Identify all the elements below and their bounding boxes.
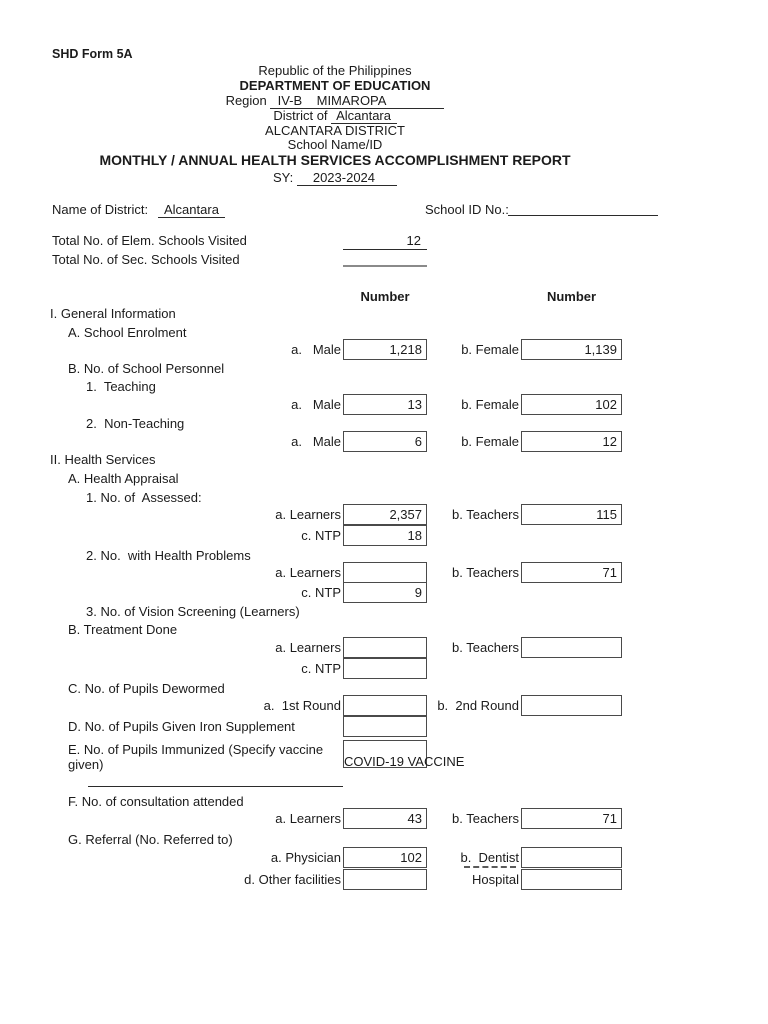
referral-physician-field[interactable]: 102	[343, 847, 427, 868]
enrolment-male-field[interactable]: 1,218	[343, 339, 427, 360]
treatment-teachers-field[interactable]	[521, 637, 622, 658]
problems-teachers-label: b. Teachers	[452, 565, 519, 580]
enrolment-label: A. School Enrolment	[68, 325, 187, 340]
teaching-male-field[interactable]: 13	[343, 394, 427, 415]
dewormed-round1-field[interactable]	[343, 695, 427, 716]
district-name-field[interactable]: Alcantara	[158, 202, 225, 218]
problems-ntp-label: c. NTP	[301, 585, 341, 600]
consultation-learners-field[interactable]: 43	[343, 808, 427, 829]
referral-other-label: d. Other facilities	[244, 872, 341, 887]
header-republic: Republic of the Philippines	[258, 63, 412, 78]
treatment-learners-label: a. Learners	[275, 640, 341, 655]
assessed-learners-label: a. Learners	[275, 507, 341, 522]
problems-learners-label: a. Learners	[275, 565, 341, 580]
consultation-teachers-label: b. Teachers	[452, 811, 519, 826]
region-field[interactable]: IV-B MIMAROPA	[270, 93, 445, 109]
assessed-learners-field[interactable]: 2,357	[343, 504, 427, 525]
immunized-vaccine-text: COVID-19 VACCINE	[344, 754, 465, 769]
teaching-female-field[interactable]: 102	[521, 394, 622, 415]
total-sec-field[interactable]	[343, 250, 427, 267]
immunized-specify-line[interactable]	[88, 772, 343, 787]
teaching-male-label: a. Male	[291, 397, 341, 412]
enrolment-female-label: b. Female	[461, 342, 519, 357]
header-district-name: ALCANTARA DISTRICT	[265, 123, 405, 138]
sy-field[interactable]: 2023-2024	[296, 170, 398, 186]
header-district-of-line: District of Alcantara	[0, 108, 670, 124]
sy-label: SY:	[272, 170, 297, 185]
non-teaching-male-label: a. Male	[291, 434, 341, 449]
iron-field[interactable]	[343, 716, 427, 737]
number-header-left: Number	[360, 289, 410, 304]
clipped-text-artifact	[464, 866, 516, 868]
region-label: Region	[225, 93, 271, 108]
school-id-label: School ID No.:	[425, 202, 509, 217]
dewormed-round1-label: a. 1st Round	[263, 698, 341, 713]
referral-other-field[interactable]	[343, 869, 427, 890]
referral-hospital-label: Hospital	[472, 872, 519, 887]
consultation-learners-label: a. Learners	[275, 811, 341, 826]
referral-physician-label: a. Physician	[270, 850, 341, 865]
immunized-field[interactable]	[343, 740, 427, 768]
problems-ntp-field[interactable]: 9	[343, 582, 427, 603]
assessed-ntp-field[interactable]: 18	[343, 525, 427, 546]
assessed-label: 1. No. of Assessed:	[86, 490, 202, 505]
enrolment-female-field[interactable]: 1,139	[521, 339, 622, 360]
district-of-field[interactable]: Alcantara	[331, 108, 397, 124]
dewormed-round2-field[interactable]	[521, 695, 622, 716]
report-title: MONTHLY / ANNUAL HEALTH SERVICES ACCOMPL…	[99, 152, 571, 168]
school-id-field[interactable]	[508, 200, 658, 216]
appraisal-label: A. Health Appraisal	[68, 471, 179, 486]
header-sy-line: SY: 2023-2024	[0, 170, 670, 186]
header-region-line: Region IV-B MIMAROPA	[0, 93, 670, 109]
treatment-ntp-label: c. NTP	[301, 661, 341, 676]
dewormed-label: C. No. of Pupils Dewormed	[68, 681, 225, 696]
district-of-label: District of	[273, 108, 332, 123]
assessed-teachers-field[interactable]: 115	[521, 504, 622, 525]
consultation-label: F. No. of consultation attended	[68, 794, 244, 809]
dewormed-round2-label: b. 2nd Round	[437, 698, 519, 713]
section-general-heading: I. General Information	[50, 306, 176, 321]
non-teaching-label: 2. Non-Teaching	[86, 416, 185, 431]
problems-label: 2. No. with Health Problems	[86, 548, 251, 563]
enrolment-male-label: a. Male	[291, 342, 341, 357]
total-elem-value[interactable]: 12	[406, 233, 421, 248]
referral-dentist-label: b. Dentist	[460, 850, 519, 865]
consultation-teachers-field[interactable]: 71	[521, 808, 622, 829]
total-sec-label: Total No. of Sec. Schools Visited	[52, 252, 240, 267]
non-teaching-male-field[interactable]: 6	[343, 431, 427, 452]
iron-label: D. No. of Pupils Given Iron Supplement	[68, 719, 295, 734]
immunized-label: E. No. of Pupils Immunized (Specify vacc…	[68, 742, 324, 772]
total-elem-underline	[343, 234, 427, 250]
assessed-ntp-label: c. NTP	[301, 528, 341, 543]
teaching-female-label: b. Female	[461, 397, 519, 412]
header-department: DEPARTMENT OF EDUCATION	[239, 78, 431, 93]
assessed-teachers-label: b. Teachers	[452, 507, 519, 522]
total-elem-label: Total No. of Elem. Schools Visited	[52, 233, 247, 248]
vision-label: 3. No. of Vision Screening (Learners)	[86, 604, 300, 619]
problems-teachers-field[interactable]: 71	[521, 562, 622, 583]
form-code: SHD Form 5A	[52, 47, 133, 61]
section-health-heading: II. Health Services	[50, 452, 156, 467]
number-header-right: Number	[546, 289, 597, 304]
treatment-label: B. Treatment Done	[68, 622, 178, 637]
treatment-learners-field[interactable]	[343, 637, 427, 658]
non-teaching-female-field[interactable]: 12	[521, 431, 622, 452]
referral-dentist-field[interactable]	[521, 847, 622, 868]
treatment-teachers-label: b. Teachers	[452, 640, 519, 655]
personnel-label: B. No. of School Personnel	[68, 361, 225, 376]
teaching-label: 1. Teaching	[86, 379, 156, 394]
treatment-ntp-field[interactable]	[343, 658, 427, 679]
non-teaching-female-label: b. Female	[461, 434, 519, 449]
district-name-label: Name of District:	[52, 202, 149, 217]
referral-hospital-field[interactable]	[521, 869, 622, 890]
referral-label: G. Referral (No. Referred to)	[68, 832, 233, 847]
header-school-name-id: School Name/ID	[287, 137, 383, 152]
